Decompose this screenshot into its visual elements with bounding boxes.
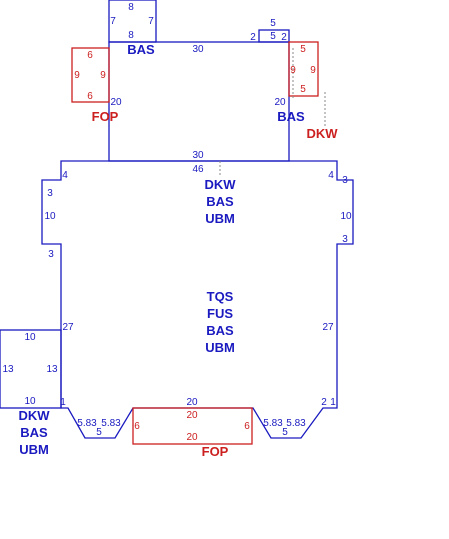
body-left-end-dim: 1 xyxy=(60,397,66,408)
top-box-bottom-dim: 8 xyxy=(128,30,134,41)
fop-left-left-dim: 9 xyxy=(74,70,80,81)
body-label-3: BAS xyxy=(206,323,234,338)
side-box-outline xyxy=(0,329,62,409)
body-right-corner-dim: 4 xyxy=(328,170,334,181)
body-label-1: TQS xyxy=(207,289,234,304)
fop-bottom-left-dim: 6 xyxy=(134,421,140,432)
dkw-right-top-dim: 5 xyxy=(300,44,306,55)
dkw-right-right-dim: 9 xyxy=(310,65,316,76)
small-box-left-dim: 2 xyxy=(250,32,256,43)
fop-bottom-right-dim: 6 xyxy=(244,421,250,432)
body-right-end-dim-b: 1 xyxy=(330,397,336,408)
side-box-bottom-dim: 10 xyxy=(24,396,36,407)
body-left-step-dim: 3 xyxy=(47,188,53,199)
fop-left-right-dim: 9 xyxy=(100,70,106,81)
side-box-label-3: UBM xyxy=(19,442,49,457)
small-box-top-dim: 5 xyxy=(270,18,276,29)
top-box-left-dim: 7 xyxy=(110,16,116,27)
dkw-right-outline xyxy=(288,41,319,97)
small-box-outline xyxy=(258,29,290,43)
fop-bottom-outline xyxy=(132,407,253,445)
body-left-notch-dim: 10 xyxy=(44,211,56,222)
fop-left-bottom-dim: 6 xyxy=(87,91,93,102)
chamfer-right-bottom-dim: 5 xyxy=(282,427,288,438)
main-top-top-dim: 30 xyxy=(192,44,204,55)
seam-label-3: UBM xyxy=(205,211,235,226)
small-box-right-dim: 2 xyxy=(281,32,287,43)
side-box-right-dim: 13 xyxy=(46,364,58,375)
fop-left-outline xyxy=(71,47,110,103)
small-box-middle-dim: 5 xyxy=(270,31,276,42)
main-top-panel-outline xyxy=(108,41,290,162)
body-left-step2-dim: 3 xyxy=(48,249,54,260)
chamfer-left-bottom-dim: 5 xyxy=(96,427,102,438)
seam-dim: 46 xyxy=(192,164,204,175)
fop-left-label: FOP xyxy=(92,109,119,124)
side-box-left-dim: 13 xyxy=(2,364,14,375)
seam-label-1: DKW xyxy=(204,177,236,192)
body-right-end-dim-a: 2 xyxy=(321,397,327,408)
chamfer-left-dim-a: 5.83 xyxy=(77,418,97,429)
dkw-right-bottom-dim: 5 xyxy=(300,84,306,95)
seam-label-2: BAS xyxy=(206,194,234,209)
body-label-2: FUS xyxy=(207,306,233,321)
body-label-4: UBM xyxy=(205,340,235,355)
fop-bottom-label: FOP xyxy=(202,444,229,459)
body-left-side-dim: 27 xyxy=(62,322,74,333)
body-right-notch-dim: 10 xyxy=(340,211,352,222)
fop-bottom-bottom-dim: 20 xyxy=(186,432,198,443)
main-body-outline xyxy=(41,160,354,439)
body-bottom-mid-dim: 20 xyxy=(186,397,198,408)
body-right-side-dim: 27 xyxy=(322,322,334,333)
side-box-top-dim: 10 xyxy=(24,332,36,343)
main-top-bottom-dim: 30 xyxy=(192,150,204,161)
dkw-right-left-dim: 9 xyxy=(290,65,296,76)
fop-left-top-dim: 6 xyxy=(87,50,93,61)
top-box-label: BAS xyxy=(127,42,155,57)
dkw-right-label: DKW xyxy=(306,126,338,141)
chamfer-right-dim-b: 5.83 xyxy=(286,418,306,429)
chamfer-right-dim-a: 5.83 xyxy=(263,418,283,429)
fop-bottom-top-dim: 20 xyxy=(186,410,198,421)
right-bas-label: BAS xyxy=(277,109,305,124)
body-left-corner-dim: 4 xyxy=(62,170,68,181)
body-right-step-dim: 3 xyxy=(342,175,348,186)
top-box-top-dim: 8 xyxy=(128,2,134,13)
main-top-left-dim: 20 xyxy=(110,97,122,108)
body-right-step2-dim: 3 xyxy=(342,234,348,245)
side-box-label-1: DKW xyxy=(18,408,50,423)
main-top-right-dim: 20 xyxy=(274,97,286,108)
chamfer-left-dim-b: 5.83 xyxy=(101,418,121,429)
top-box-right-dim: 7 xyxy=(148,16,154,27)
side-box-label-2: BAS xyxy=(20,425,48,440)
